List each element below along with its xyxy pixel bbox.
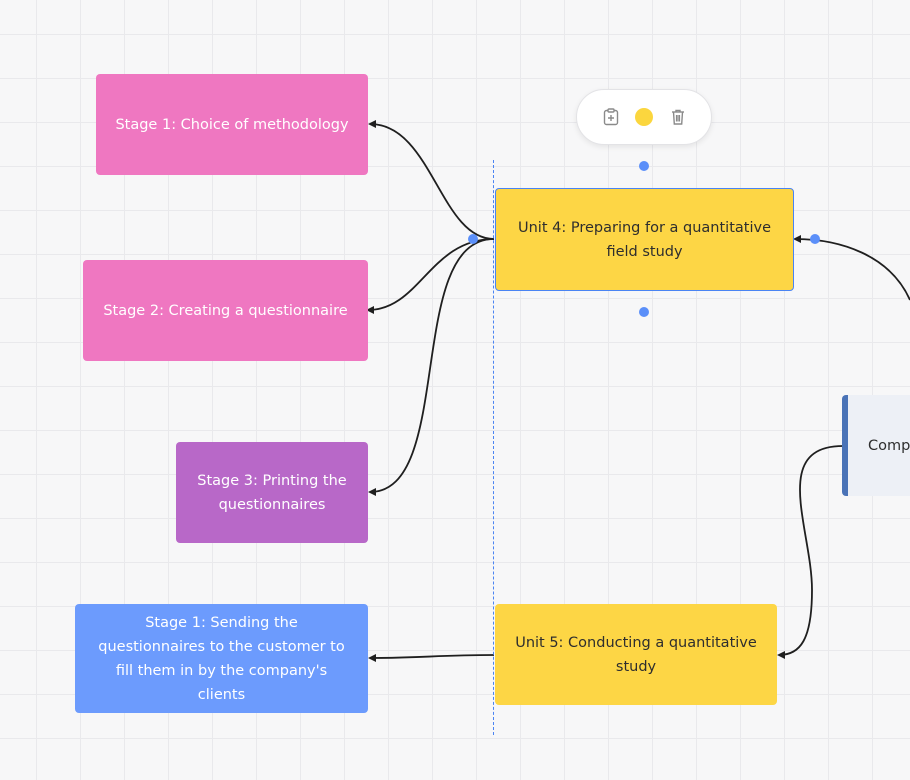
connector-unit4-to-stage3	[368, 238, 495, 496]
connector-unit4-to-stage2	[366, 238, 495, 314]
trash-icon[interactable]	[666, 105, 690, 129]
node-label: Unit 4: Preparing for a quantitative fie…	[518, 219, 771, 260]
node-unit4[interactable]: Unit 4: Preparing for a quantitative fie…	[495, 188, 794, 291]
node-partial-right[interactable]: Compr	[842, 395, 910, 496]
connection-handle-bottom[interactable]	[639, 307, 649, 317]
node-label: Stage 2: Creating a questionnaire	[103, 302, 348, 319]
connection-handle-left[interactable]	[468, 234, 478, 244]
node-unit5[interactable]: Unit 5: Conducting a quantitative study	[495, 604, 777, 705]
clipboard-plus-icon[interactable]	[599, 105, 623, 129]
alignment-guide	[493, 160, 494, 735]
node-label: Compr	[868, 437, 910, 454]
color-swatch-icon[interactable]	[632, 105, 656, 129]
connector-right-to-unit5	[777, 445, 844, 659]
node-label: Stage 1: Sending the questionnaires to t…	[98, 614, 345, 703]
connector-right-to-unit4	[793, 235, 910, 301]
node-stage1-sending[interactable]: Stage 1: Sending the questionnaires to t…	[75, 604, 368, 713]
connection-handle-right[interactable]	[810, 234, 820, 244]
node-label: Unit 5: Conducting a quantitative study	[515, 634, 757, 675]
connection-handle-top[interactable]	[639, 161, 649, 171]
connector-unit4-to-stage1	[368, 120, 495, 240]
node-stage2-questionnaire[interactable]: Stage 2: Creating a questionnaire	[83, 260, 368, 361]
color-dot	[635, 108, 653, 126]
node-stage3-printing[interactable]: Stage 3: Printing the questionnaires	[176, 442, 368, 543]
node-label: Stage 3: Printing the questionnaires	[197, 472, 347, 513]
node-stage1-methodology[interactable]: Stage 1: Choice of methodology	[96, 74, 368, 175]
node-toolbar	[576, 89, 712, 145]
node-label: Stage 1: Choice of methodology	[115, 116, 349, 133]
connector-unit5-to-stage1-sending	[368, 653, 495, 662]
